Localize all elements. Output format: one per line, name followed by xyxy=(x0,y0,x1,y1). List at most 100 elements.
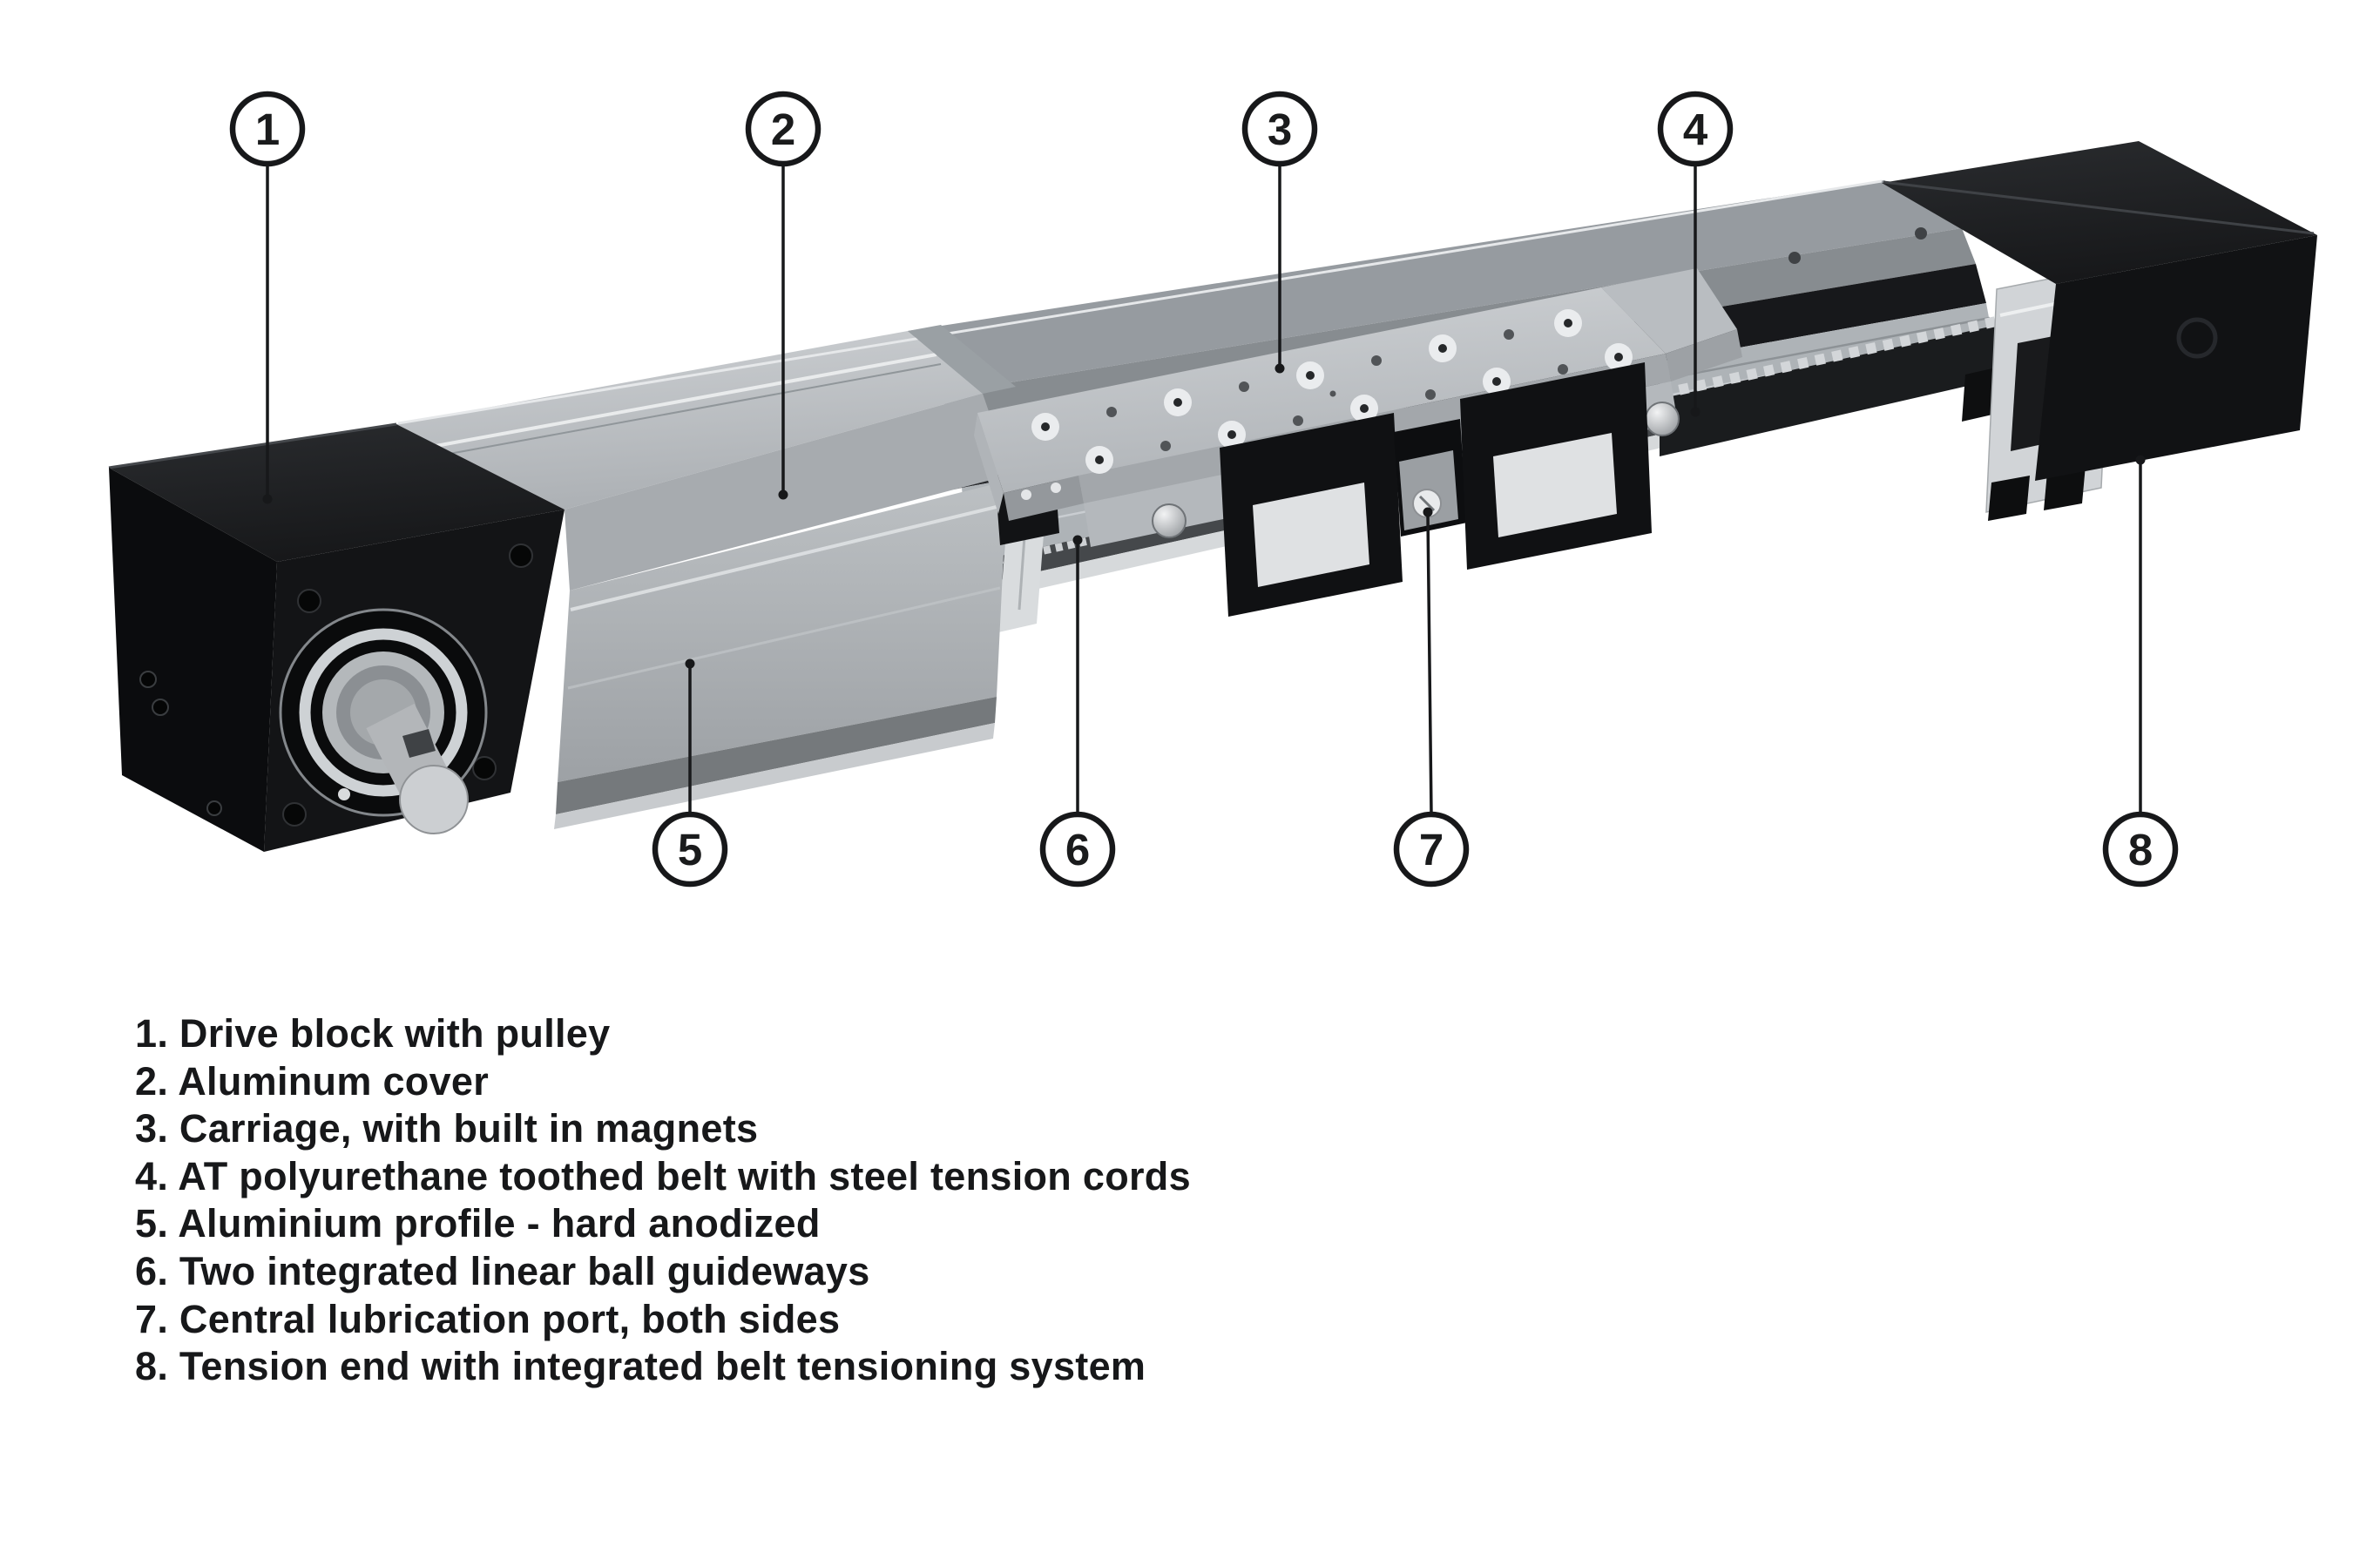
plate-hole-small xyxy=(1106,407,1117,417)
bracket-window xyxy=(1493,433,1617,537)
profile-bottom-edge xyxy=(554,723,995,829)
callout-6-number: 6 xyxy=(1065,825,1090,874)
leader-dot-8 xyxy=(2135,455,2146,465)
leader-dot-5 xyxy=(685,658,695,669)
plate-hole-small xyxy=(1293,415,1303,426)
chamfer-screw xyxy=(1051,483,1061,493)
cross-section-tab xyxy=(1988,476,2030,521)
drive-block-top-face xyxy=(109,424,565,562)
plate-pinhole xyxy=(1329,390,1336,397)
legend-item-1: 1. Drive block with pulley xyxy=(135,1011,611,1056)
drive-block xyxy=(108,422,565,852)
back-edge-highlight xyxy=(397,179,1883,425)
end-face-screw-hole xyxy=(297,589,321,613)
callout-1-circle xyxy=(229,91,306,167)
drive-block-top-edge xyxy=(108,422,397,469)
callout-3-number: 3 xyxy=(1268,105,1292,154)
back-band-hole xyxy=(1915,227,1927,240)
callout-8-circle xyxy=(2102,811,2179,888)
end-face-screw-hole xyxy=(509,543,533,568)
tension-block-front-face xyxy=(2035,235,2317,481)
callout-2-circle xyxy=(745,91,822,167)
left-face-hole xyxy=(139,671,157,688)
leader-dot-4 xyxy=(1690,407,1700,417)
aluminium-profile xyxy=(554,481,1007,829)
plate-hole-small xyxy=(1558,364,1568,375)
plate-hole-big xyxy=(1218,421,1246,449)
tension-block-top-edge xyxy=(1883,180,2315,235)
carriage-clamp-skirt xyxy=(1666,329,1742,381)
shaft-end-cap xyxy=(399,765,469,834)
callout-5-circle xyxy=(652,811,728,888)
cover-top-groove-dark xyxy=(439,363,942,456)
plate-hole-big xyxy=(1164,388,1192,416)
plate-hole-big xyxy=(1554,309,1582,337)
carriage-bracket-right xyxy=(1460,362,1652,570)
profile-lower-dark-strip xyxy=(556,697,997,814)
legend-item-5: 5. Aluminium profile - hard anodized xyxy=(135,1201,821,1246)
plate-hole-small xyxy=(1425,389,1436,400)
pulley-set-screw xyxy=(338,788,350,800)
callout-6-circle xyxy=(1039,811,1116,888)
leader-dot-1 xyxy=(262,494,273,504)
pulley-silver-ring xyxy=(299,628,468,797)
front-face-mid-line xyxy=(567,586,1001,690)
leader-line-7 xyxy=(1426,514,1433,816)
callout-2-number: 2 xyxy=(771,105,795,154)
callout-5-number: 5 xyxy=(678,825,702,874)
end-face-screw-hole xyxy=(472,756,497,780)
callout-7-circle xyxy=(1393,811,1470,888)
callout-7-number: 7 xyxy=(1419,825,1444,874)
callout-3: 3 xyxy=(1241,91,1318,167)
legend-item-7: 7. Central lubrication port, both sides xyxy=(135,1296,841,1341)
profile-front-face xyxy=(558,481,1007,782)
legend-item-8: 8. Tension end with integrated belt tens… xyxy=(135,1344,1146,1389)
plate-hole-small xyxy=(1371,355,1382,366)
callout-7: 7 xyxy=(1393,811,1470,888)
left-face-hole xyxy=(152,699,169,716)
plate-hole-big xyxy=(1483,368,1511,395)
callout-3-circle xyxy=(1241,91,1318,167)
belt-band xyxy=(1660,324,2002,456)
carriage-plate-top xyxy=(977,287,1666,493)
carriage-plate-left-edge xyxy=(974,413,1004,514)
dome-screw xyxy=(1645,402,1680,436)
aluminum-cover xyxy=(396,179,1883,632)
plate-hole-big xyxy=(1429,334,1457,362)
tension-block-top-face xyxy=(1882,141,2317,284)
legend-item-6: 6. Two integrated linear ball guideways xyxy=(135,1248,870,1293)
callout-8-number: 8 xyxy=(2128,825,2153,874)
cover-top-groove-light xyxy=(435,353,937,448)
callout-1-number: 1 xyxy=(255,105,280,154)
tension-screw-mark xyxy=(2176,317,2218,359)
callout-6: 6 xyxy=(1039,811,1116,888)
front-face-highlight xyxy=(570,503,1004,611)
callout-4-circle xyxy=(1657,91,1734,167)
chamfer-screw xyxy=(1021,489,1031,500)
legend: 1. Drive block with pulley 2. Aluminum c… xyxy=(135,1010,1191,1391)
leader-dot-2 xyxy=(778,489,788,500)
plate-hole-small xyxy=(1239,381,1249,392)
plate-hole-big xyxy=(1350,395,1378,422)
nipple-slot xyxy=(1418,495,1436,512)
callout-1: 1 xyxy=(229,91,306,167)
cover-front-bevel xyxy=(565,394,1011,591)
plate-hole-big xyxy=(1031,413,1059,441)
cover-cut-sliver xyxy=(908,325,1016,394)
plate-hole-big xyxy=(1296,361,1324,389)
plate-hole-small xyxy=(1504,329,1514,340)
leader-lines xyxy=(262,162,2146,816)
leader-dot-6 xyxy=(1072,535,1083,545)
callout-4-number: 4 xyxy=(1683,105,1708,154)
shaft-keyway xyxy=(402,729,436,758)
plate-hole-big xyxy=(1605,343,1633,371)
dome-screw xyxy=(1152,503,1187,538)
carriage xyxy=(974,268,1742,617)
legend-item-3: 3. Carriage, with built in magnets xyxy=(135,1106,759,1151)
callouts: 1 2 3 4 5 6 7 8 xyxy=(229,91,2179,888)
tension-end-block xyxy=(1882,141,2317,521)
carriage-plate-holes xyxy=(1031,309,1633,474)
carriage-bracket-left xyxy=(1220,413,1403,617)
leader-dot-7 xyxy=(1423,507,1433,517)
